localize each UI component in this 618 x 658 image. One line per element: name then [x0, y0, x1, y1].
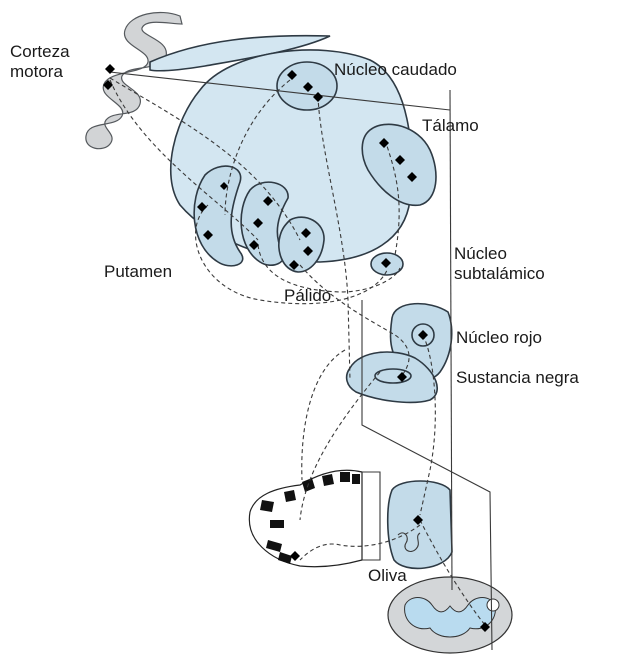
spinal-cord-section: [388, 577, 512, 653]
motor-cortex: [86, 12, 182, 148]
cerebellum: [249, 470, 380, 567]
label-nucleo-caudado: Núcleo caudado: [334, 60, 457, 80]
label-talamo: Tálamo: [422, 116, 479, 136]
label-oliva: Oliva: [368, 566, 407, 586]
label-putamen: Putamen: [104, 262, 172, 282]
globus-pallidus: [279, 217, 324, 272]
label-nucleo-rojo: Núcleo rojo: [456, 328, 542, 348]
label-nucleo-subtalamico: Núcleo subtalámico: [454, 244, 545, 284]
medulla-olive-block: [388, 481, 452, 568]
label-sustancia-negra: Sustancia negra: [456, 368, 579, 388]
label-corteza-motora: Corteza motora: [10, 42, 70, 82]
label-palido: Pálido: [284, 286, 331, 306]
